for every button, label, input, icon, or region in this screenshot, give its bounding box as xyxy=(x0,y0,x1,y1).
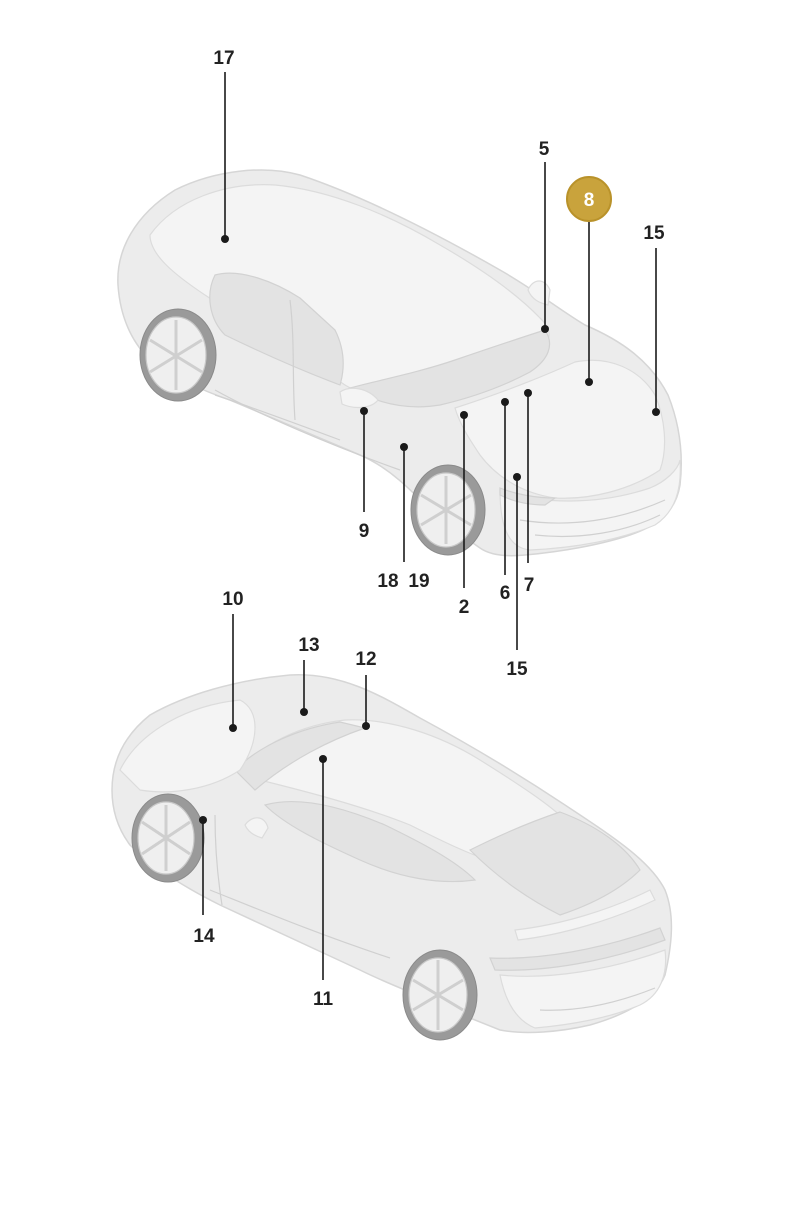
callout-15-bottom[interactable]: 15 xyxy=(506,659,528,680)
callout-7[interactable]: 7 xyxy=(524,575,535,596)
callout-9[interactable]: 9 xyxy=(359,521,370,542)
callout-18[interactable]: 18 xyxy=(377,571,398,592)
callout-17[interactable]: 17 xyxy=(213,48,234,69)
callout-2[interactable]: 2 xyxy=(459,597,470,618)
callout-8-highlight[interactable]: 8 xyxy=(566,176,612,222)
callout-10[interactable]: 10 xyxy=(222,589,243,610)
callout-14[interactable]: 14 xyxy=(193,926,215,947)
leader-lines xyxy=(199,72,660,980)
car-rear-view xyxy=(111,674,673,1041)
callout-11[interactable]: 11 xyxy=(313,989,334,1010)
callout-15-top[interactable]: 15 xyxy=(643,223,665,244)
callout-labels: 17 5 8 15 9 18 19 2 6 7 15 10 13 12 14 1… xyxy=(193,48,665,1010)
callout-8[interactable]: 8 xyxy=(584,190,595,211)
callout-6[interactable]: 6 xyxy=(500,583,511,604)
selected-callout-badge[interactable] xyxy=(566,176,612,222)
car-front-view xyxy=(117,169,682,557)
callout-19[interactable]: 19 xyxy=(408,571,429,592)
callout-13[interactable]: 13 xyxy=(298,635,319,656)
callout-5[interactable]: 5 xyxy=(539,139,550,160)
callout-12[interactable]: 12 xyxy=(355,649,376,670)
